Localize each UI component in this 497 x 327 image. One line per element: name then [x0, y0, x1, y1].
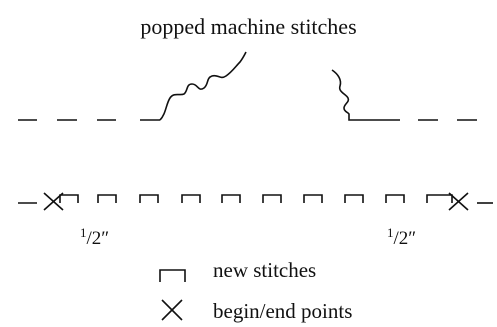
new-stitch	[139, 194, 159, 203]
new-stitch	[426, 194, 453, 203]
new-stitch	[221, 194, 241, 203]
diagram-title: popped machine stitches	[140, 14, 357, 39]
popped-thread-left	[159, 51, 247, 121]
new-stitch	[344, 194, 364, 203]
fraction-denominator: 2″	[91, 228, 110, 249]
fraction-slash: /	[393, 228, 399, 249]
new-stitch	[303, 194, 323, 203]
legend-begin-end-label: begin/end points	[213, 299, 353, 323]
repair-seam-row	[18, 192, 493, 211]
new-stitch	[385, 194, 405, 203]
left-half-inch-label: 1/2″	[80, 226, 109, 248]
right-half-inch-label: 1/2″	[387, 226, 416, 248]
fraction-slash: /	[86, 228, 92, 249]
new-stitch	[262, 194, 282, 203]
new-stitch	[59, 194, 79, 203]
new-stitch	[181, 194, 201, 203]
legend-new-stitches-label: new stitches	[213, 258, 317, 282]
legend-new-stitch-symbol	[159, 269, 186, 282]
legend-x-mark-icon	[161, 299, 183, 321]
fraction-numerator: 1	[387, 225, 394, 240]
popped-seam-row	[18, 51, 477, 121]
fraction-numerator: 1	[80, 225, 87, 240]
popped-thread-right	[331, 69, 375, 121]
fraction-denominator: 2″	[398, 228, 417, 249]
new-stitch	[97, 194, 117, 203]
